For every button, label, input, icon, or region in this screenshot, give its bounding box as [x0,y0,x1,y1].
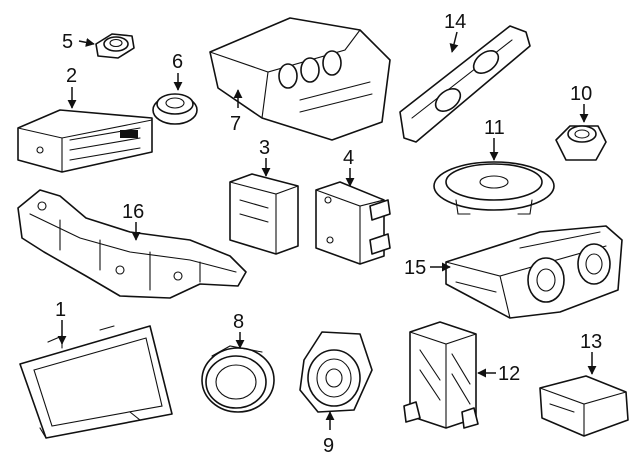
callout-7: 7 [230,113,241,135]
callout-16: 16 [122,201,144,223]
mounting-bracket[interactable] [315,181,391,265]
antenna-module[interactable] [539,375,629,437]
callout-8: 8 [233,311,244,333]
callout-2: 2 [66,65,77,87]
subwoofer-speaker[interactable] [433,161,555,215]
callout-10: 10 [570,83,592,105]
support-beam[interactable] [17,189,247,299]
control-module[interactable] [229,173,299,255]
callout-15: 15 [404,257,426,279]
amplifier[interactable] [403,321,479,429]
instrument-panel-trim[interactable] [445,225,623,319]
callout-4: 4 [343,147,354,169]
callout-6: 6 [172,51,183,73]
door-speaker-rear[interactable] [299,331,373,413]
callout-3: 3 [259,137,270,159]
tweeter-speaker-small[interactable] [95,33,135,59]
callout-14: 14 [444,11,466,33]
display-unit[interactable] [19,325,173,439]
tweeter-speaker-pillar[interactable] [555,125,607,161]
console-bezel[interactable] [209,17,391,141]
radio-receiver[interactable] [17,109,153,173]
leader-5 [78,37,95,47]
door-speaker-front[interactable] [201,345,275,413]
leader-14 [449,31,459,53]
tweeter-speaker-round[interactable] [152,93,198,125]
callout-11: 11 [484,117,505,139]
callout-13: 13 [580,331,602,353]
callout-5: 5 [62,31,73,53]
callout-9: 9 [323,435,334,457]
callout-1: 1 [55,299,66,321]
speaker-grille-panel[interactable] [399,25,531,143]
callout-12: 12 [498,363,520,385]
